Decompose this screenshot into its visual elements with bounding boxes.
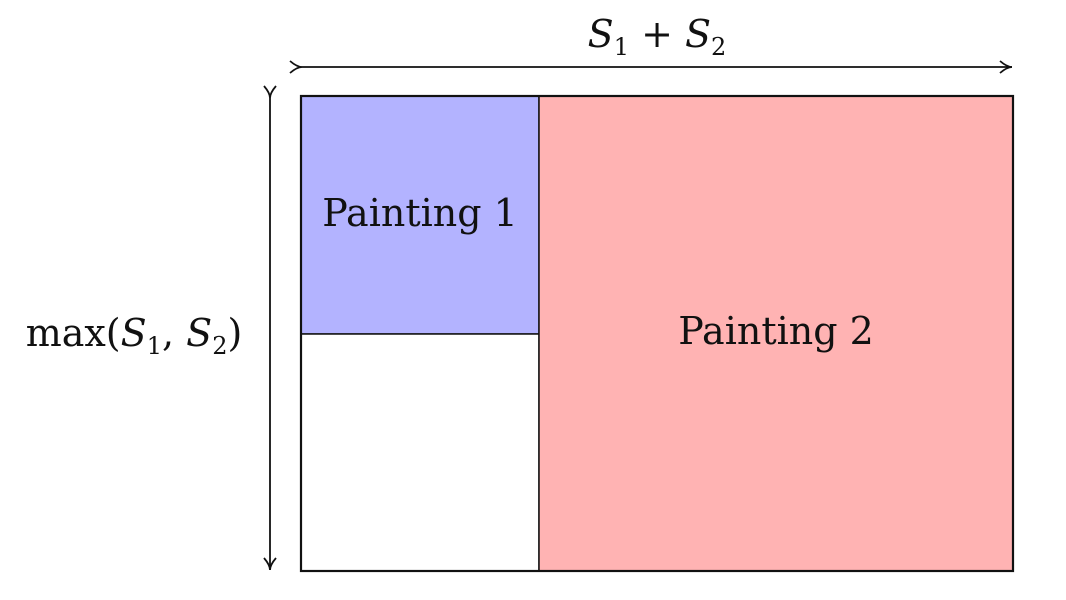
height-comma: , bbox=[162, 311, 186, 355]
width-dimension-label: S1 + S2 bbox=[588, 12, 727, 61]
painting-1-label: Painting 1 bbox=[322, 191, 518, 235]
painting-2-rectangle bbox=[538, 95, 1014, 572]
width-s2-symbol: S bbox=[685, 12, 711, 56]
height-s2-symbol: S bbox=[186, 311, 212, 355]
width-s1-symbol: S bbox=[588, 12, 614, 56]
width-s2-subscript: 2 bbox=[711, 33, 726, 61]
height-s1-symbol: S bbox=[121, 311, 147, 355]
empty-region-rectangle bbox=[300, 333, 540, 572]
width-s1-subscript: 1 bbox=[614, 33, 629, 61]
outer-bounding-rectangle bbox=[299, 94, 1015, 573]
height-dimension-label: max(S1, S2) bbox=[26, 311, 243, 360]
width-plus-operator: + bbox=[629, 12, 685, 56]
height-s1-subscript: 1 bbox=[147, 332, 162, 360]
height-max-prefix: max( bbox=[26, 311, 121, 355]
painting-2-label: Painting 2 bbox=[678, 309, 874, 353]
height-s2-subscript: 2 bbox=[212, 332, 227, 360]
height-max-suffix: ) bbox=[227, 311, 242, 355]
